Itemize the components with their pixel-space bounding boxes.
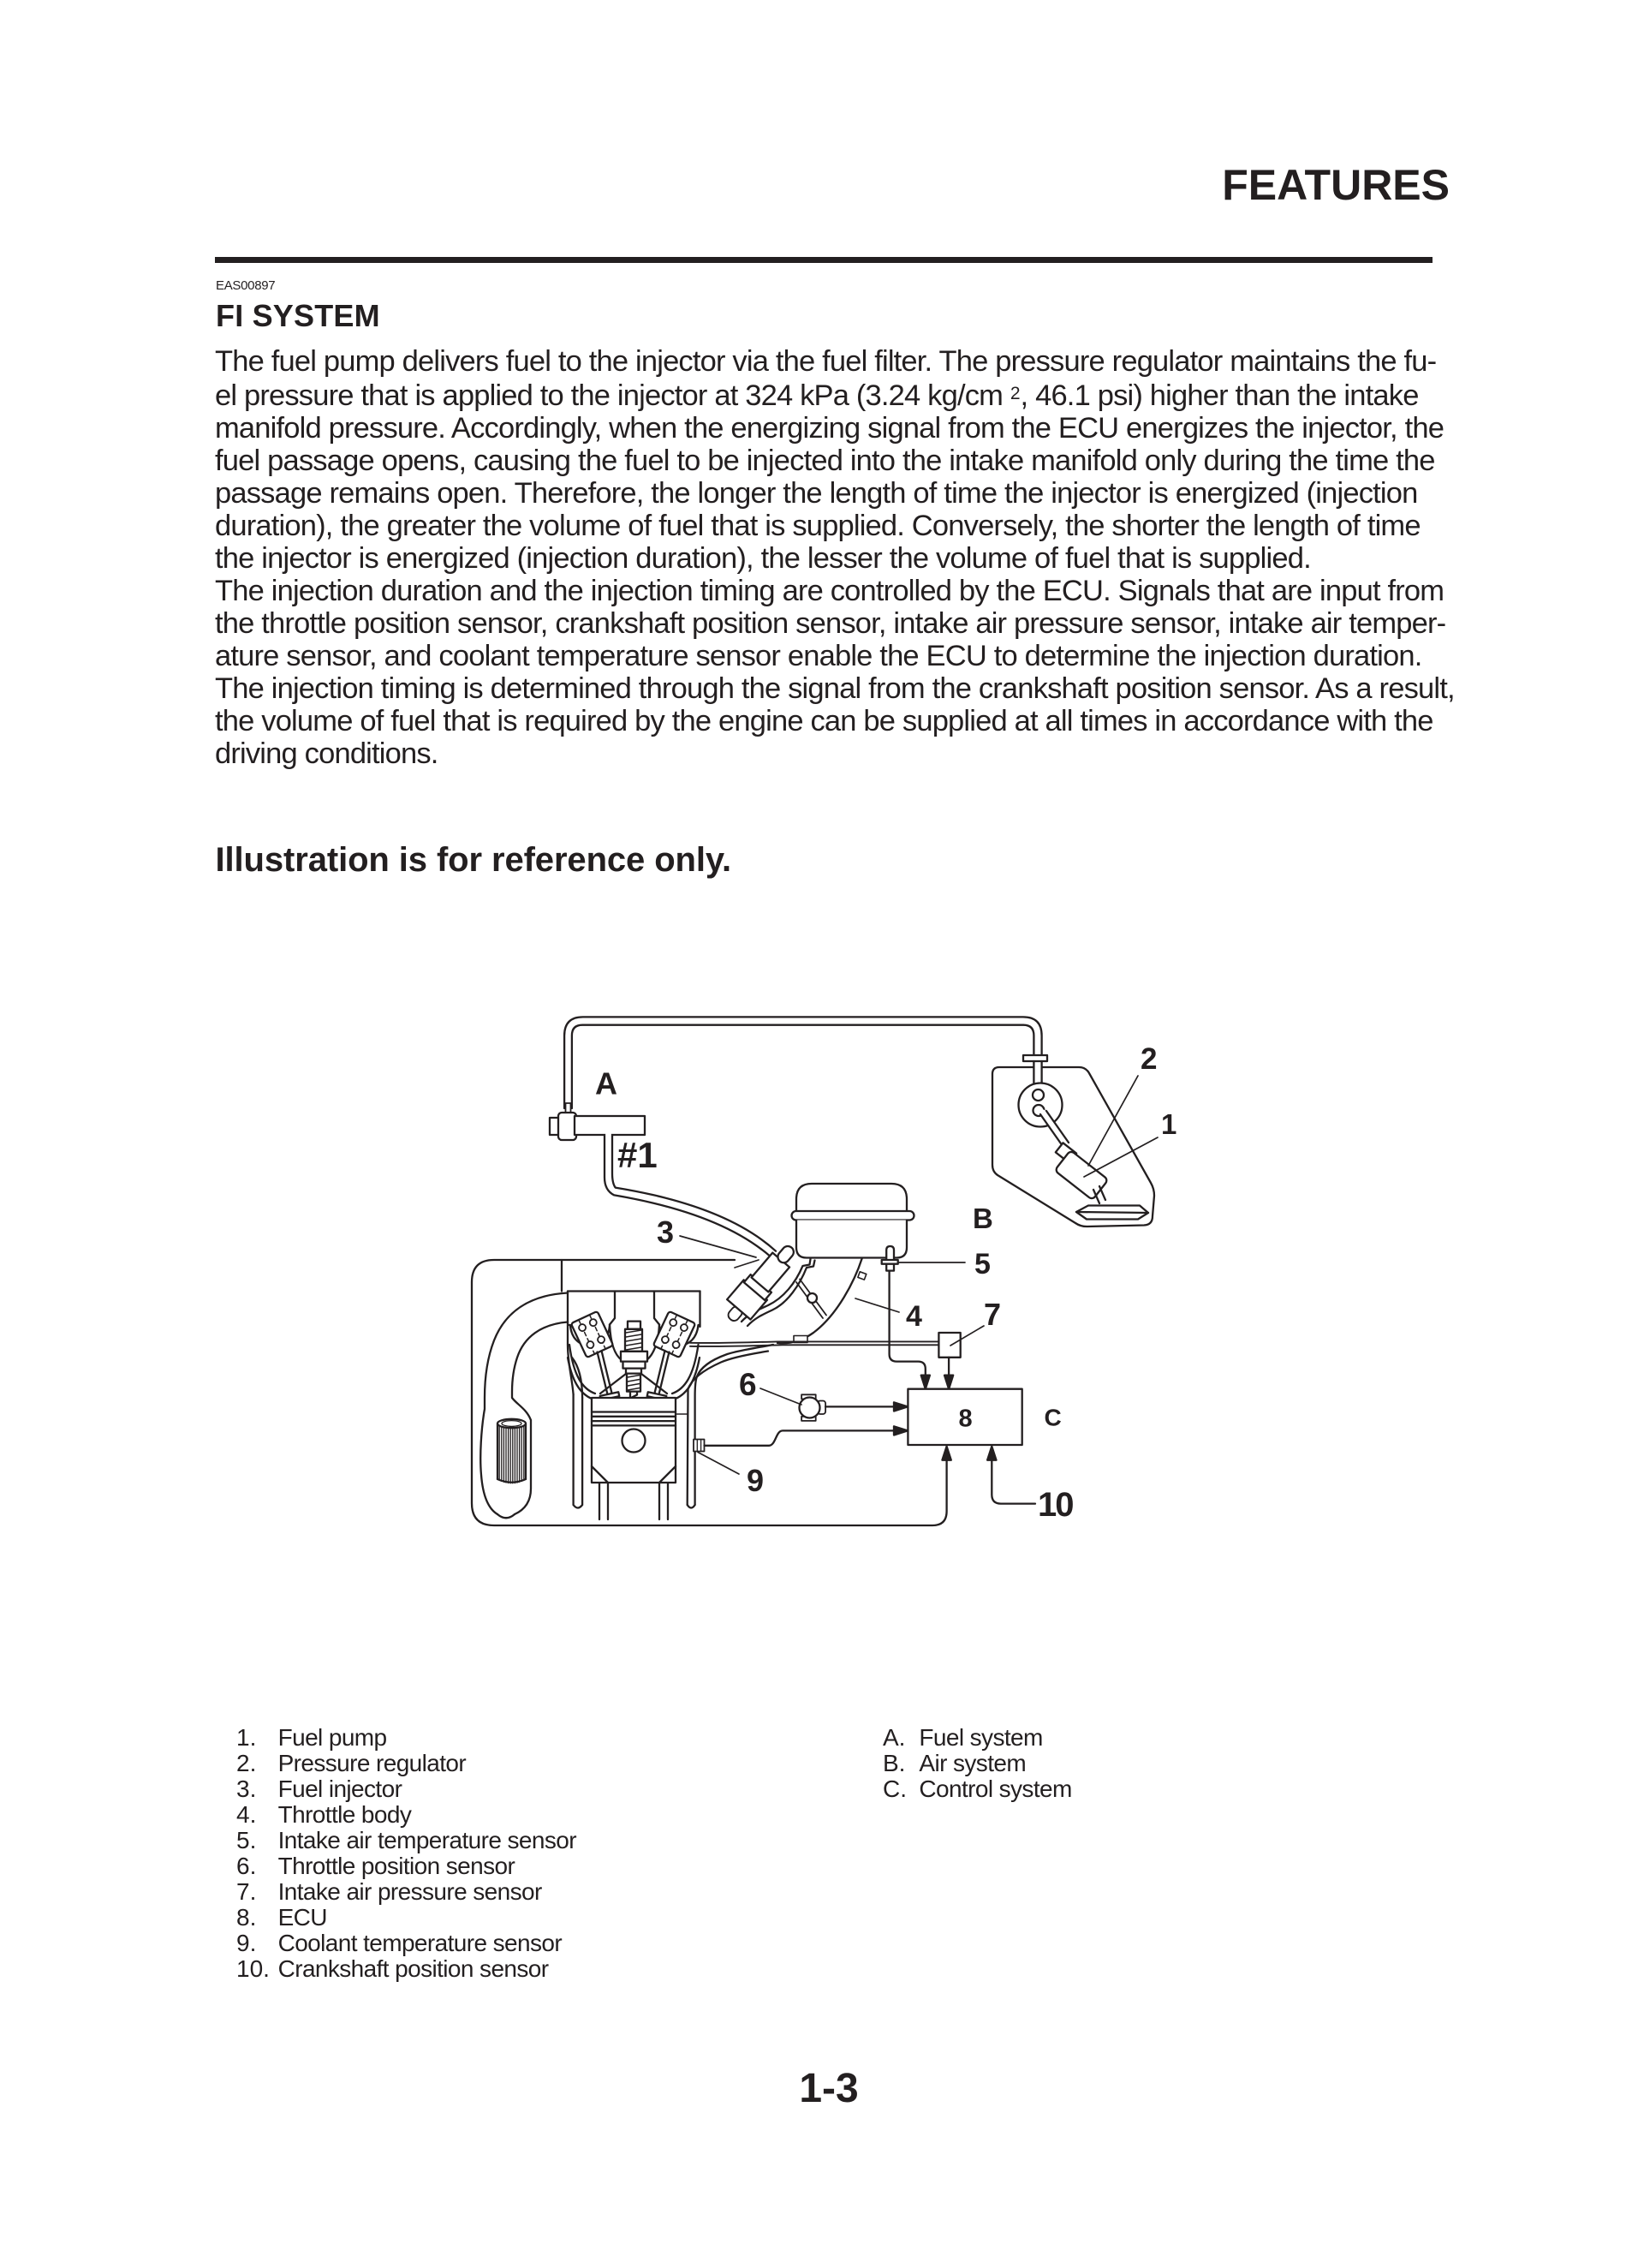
svg-text:9: 9 xyxy=(747,1463,764,1498)
svg-text:A: A xyxy=(595,1066,617,1101)
svg-text:5: 5 xyxy=(974,1248,991,1280)
svg-text:C: C xyxy=(1045,1405,1062,1431)
svg-text:6: 6 xyxy=(739,1367,757,1402)
svg-text:3: 3 xyxy=(657,1215,674,1250)
svg-text:1: 1 xyxy=(1161,1108,1176,1140)
svg-text:4: 4 xyxy=(906,1300,922,1333)
svg-text:#1: #1 xyxy=(617,1135,658,1175)
svg-text:B: B xyxy=(973,1203,993,1234)
svg-text:2: 2 xyxy=(1141,1042,1157,1076)
svg-text:8: 8 xyxy=(959,1406,973,1433)
svg-text:10: 10 xyxy=(1038,1486,1073,1524)
svg-text:7: 7 xyxy=(984,1297,1001,1332)
